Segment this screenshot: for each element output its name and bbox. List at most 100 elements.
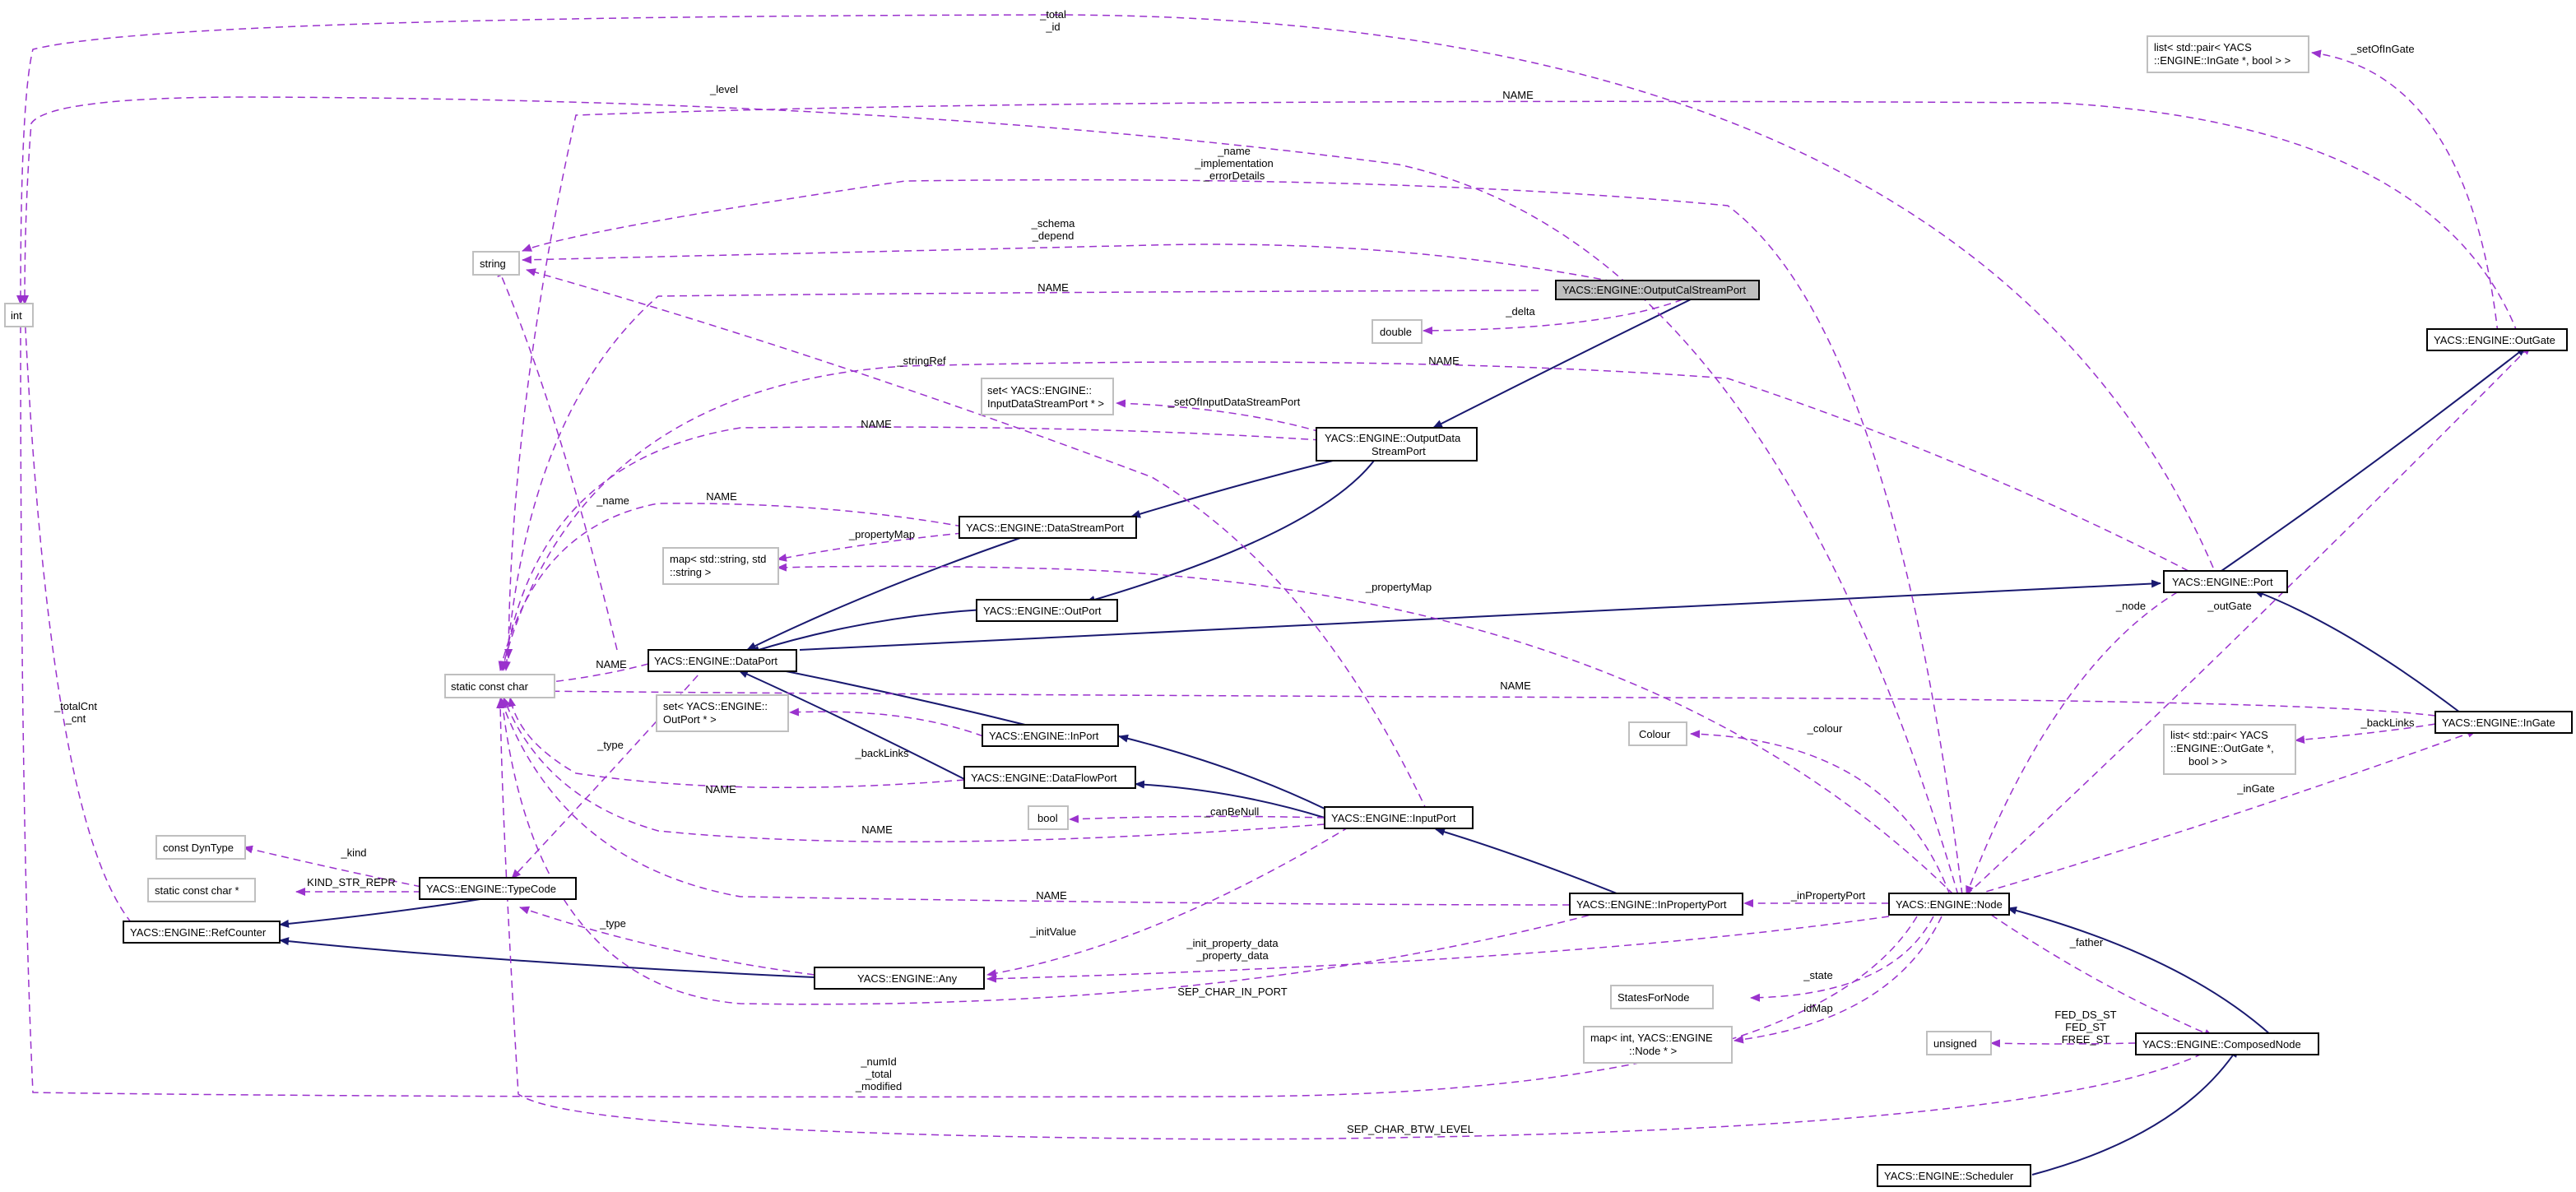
association-edges xyxy=(16,14,2532,1140)
node-list-outgate-pair[interactable]: list< std::pair< YACS::ENGINE::InGate *,… xyxy=(2147,35,2309,73)
node-type-code[interactable]: YACS::ENGINE::TypeCode xyxy=(419,877,577,900)
edge-name-port xyxy=(499,361,2189,671)
edge-typecode-to-refcounter xyxy=(279,897,486,928)
node-states-for-node[interactable]: StatesForNode xyxy=(1610,985,1714,1009)
label-name-port: NAME xyxy=(1428,355,1460,367)
label-sep-char-btw-level: SEP_CHAR_BTW_LEVEL xyxy=(1347,1123,1474,1135)
edge-id-map xyxy=(1734,916,1942,1044)
node-map-string-string[interactable]: map< std::string, std::string > xyxy=(662,547,779,585)
edge-in-gate xyxy=(1974,730,2477,896)
node-const-dyn-type[interactable]: const DynType xyxy=(155,835,246,860)
node-composed-node[interactable]: YACS::ENGINE::ComposedNode xyxy=(2135,1032,2319,1055)
node-in-port[interactable]: YACS::ENGINE::InPort xyxy=(982,724,1119,747)
svg-text:YACS::ENGINE::InPort: YACS::ENGINE::InPort xyxy=(989,730,1099,742)
edge-state xyxy=(1750,916,1934,1002)
node-any[interactable]: YACS::ENGINE::Any xyxy=(814,967,985,990)
edge-dataport-to-port xyxy=(799,579,2161,651)
svg-text:unsigned: unsigned xyxy=(1933,1037,1977,1050)
node-port[interactable]: YACS::ENGINE::Port xyxy=(2163,570,2288,593)
node-out-gate[interactable]: YACS::ENGINE::OutGate xyxy=(2426,328,2568,351)
edge-out-gate xyxy=(1966,345,2532,896)
edge-schema-depend xyxy=(522,244,1626,285)
label-schema-depend: _schema_depend xyxy=(1031,217,1076,242)
svg-text:double: double xyxy=(1380,326,1412,338)
node-node[interactable]: YACS::ENGINE::Node xyxy=(1888,893,2010,916)
svg-text:YACS::ENGINE::OutGate: YACS::ENGINE::OutGate xyxy=(2434,334,2555,346)
label-set-of-input: _setOfInputDataStreamPort xyxy=(1167,396,1301,408)
svg-text:YACS::ENGINE::InputPort: YACS::ENGINE::InputPort xyxy=(1331,812,1456,824)
node-set-input-data-stream-port[interactable]: set< YACS::ENGINE::InputDataStreamPort *… xyxy=(981,378,1114,415)
edge-string-ref xyxy=(526,268,1428,813)
edge-property-map-dsp xyxy=(777,532,963,562)
svg-text:list< std::pair< YACS::ENGINE:: list< std::pair< YACS::ENGINE::InGate *,… xyxy=(2154,41,2291,67)
svg-text:YACS::ENGINE::InPropertyPort: YACS::ENGINE::InPropertyPort xyxy=(1576,898,1727,911)
svg-text:static const char: static const char xyxy=(451,680,529,693)
edge-ingate-to-port xyxy=(2253,590,2461,713)
node-static-const-char-ptr[interactable]: static const char * xyxy=(147,878,256,902)
node-static-const-char[interactable]: static const char xyxy=(444,674,555,698)
edge-odsp-to-outport xyxy=(1085,460,1375,604)
node-scheduler[interactable]: YACS::ENGINE::Scheduler xyxy=(1877,1164,2031,1187)
label-name-ipp: NAME xyxy=(1036,889,1067,902)
label-string-ref: _stringRef xyxy=(896,355,946,367)
node-data-flow-port[interactable]: YACS::ENGINE::DataFlowPort xyxy=(963,766,1136,789)
edge-name-odsp xyxy=(500,426,1321,671)
label-out-gate: _outGate xyxy=(2207,600,2252,612)
edge-property-map-node xyxy=(777,563,1955,896)
label-name-ocsp: NAME xyxy=(1037,281,1069,294)
svg-text:YACS::ENGINE::DataFlowPort: YACS::ENGINE::DataFlowPort xyxy=(971,772,1117,784)
svg-text:YACS::ENGINE::Node: YACS::ENGINE::Node xyxy=(1896,898,2003,911)
node-out-port[interactable]: YACS::ENGINE::OutPort xyxy=(976,599,1118,622)
node-in-property-port[interactable]: YACS::ENGINE::InPropertyPort xyxy=(1569,893,1743,916)
label-id-map: idMap xyxy=(1803,1002,1832,1014)
edge-odsp-to-dsp xyxy=(1130,460,1334,518)
edge-port-to-outgate xyxy=(2221,346,2527,572)
edge-total-id xyxy=(16,14,2214,568)
edge-fed xyxy=(1990,1039,2137,1048)
node-data-stream-port[interactable]: YACS::ENGINE::DataStreamPort xyxy=(958,516,1137,539)
svg-text:YACS::ENGINE::Scheduler: YACS::ENGINE::Scheduler xyxy=(1884,1170,2014,1182)
label-property-map-node: _propertyMap xyxy=(1365,581,1432,593)
edge-name-ocsp xyxy=(502,290,1539,671)
label-property-map-dsp: _propertyMap xyxy=(848,528,915,540)
svg-text:YACS::ENGINE::TypeCode: YACS::ENGINE::TypeCode xyxy=(426,883,556,895)
node-output-cal-stream-port[interactable]: YACS::ENGINE::OutputCalStreamPort xyxy=(1555,280,1760,300)
edge-name-dfp xyxy=(508,697,965,789)
edge-name-outgate xyxy=(504,100,2518,659)
node-set-out-port[interactable]: set< YACS::ENGINE::OutPort * > xyxy=(656,694,789,732)
label-num-id: _numId_total_modified xyxy=(855,1055,902,1092)
node-bool[interactable]: bool xyxy=(1028,805,1069,830)
label-name-impl: _name_implementation_errorDetails xyxy=(1194,145,1273,182)
node-in-gate[interactable]: YACS::ENGINE::InGate xyxy=(2434,711,2573,734)
svg-text:Colour: Colour xyxy=(1639,728,1671,740)
edge-dsp-to-dataport xyxy=(746,537,1021,651)
edge-scheduler-to-composednode xyxy=(2031,1047,2239,1176)
edge-dfp-to-dataport xyxy=(738,670,967,781)
node-ref-counter[interactable]: YACS::ENGINE::RefCounter xyxy=(123,921,281,944)
node-string[interactable]: string xyxy=(472,251,520,276)
node-colour[interactable]: Colour xyxy=(1628,721,1687,746)
label-state: _state xyxy=(1803,969,1832,981)
node-input-port[interactable]: YACS::ENGINE::InputPort xyxy=(1324,806,1474,829)
svg-text:static const char *: static const char * xyxy=(155,884,239,897)
edge-name-ingate xyxy=(526,687,2436,717)
edge-name-dsp xyxy=(498,503,963,671)
edge-set-of-in-gate xyxy=(2311,49,2499,334)
label-name-dsp: NAME xyxy=(706,490,737,503)
label-type-any: _type xyxy=(599,917,626,930)
node-data-port[interactable]: YACS::ENGINE::DataPort xyxy=(647,649,797,672)
label-name-dp: NAME xyxy=(596,658,627,670)
svg-text:int: int xyxy=(11,309,22,322)
node-int[interactable]: int xyxy=(4,303,34,327)
label-name-odsp: NAME xyxy=(861,418,892,430)
node-list-ingate-pair[interactable]: list< std::pair< YACS::ENGINE::OutGate *… xyxy=(2163,724,2296,775)
svg-text:YACS::ENGINE::OutputCalStreamP: YACS::ENGINE::OutputCalStreamPort xyxy=(1562,284,1746,296)
node-map-int-node[interactable]: map< int, YACS::ENGINE::Node * > xyxy=(1583,1026,1733,1064)
svg-text:YACS::ENGINE::RefCounter: YACS::ENGINE::RefCounter xyxy=(130,926,267,939)
node-unsigned[interactable]: unsigned xyxy=(1926,1031,1992,1055)
edge-level xyxy=(21,96,1959,896)
label-init-property: _init_property_data_property_data xyxy=(1186,937,1279,962)
node-double[interactable]: double xyxy=(1372,319,1423,344)
edge-any-to-refcounter xyxy=(279,937,815,978)
